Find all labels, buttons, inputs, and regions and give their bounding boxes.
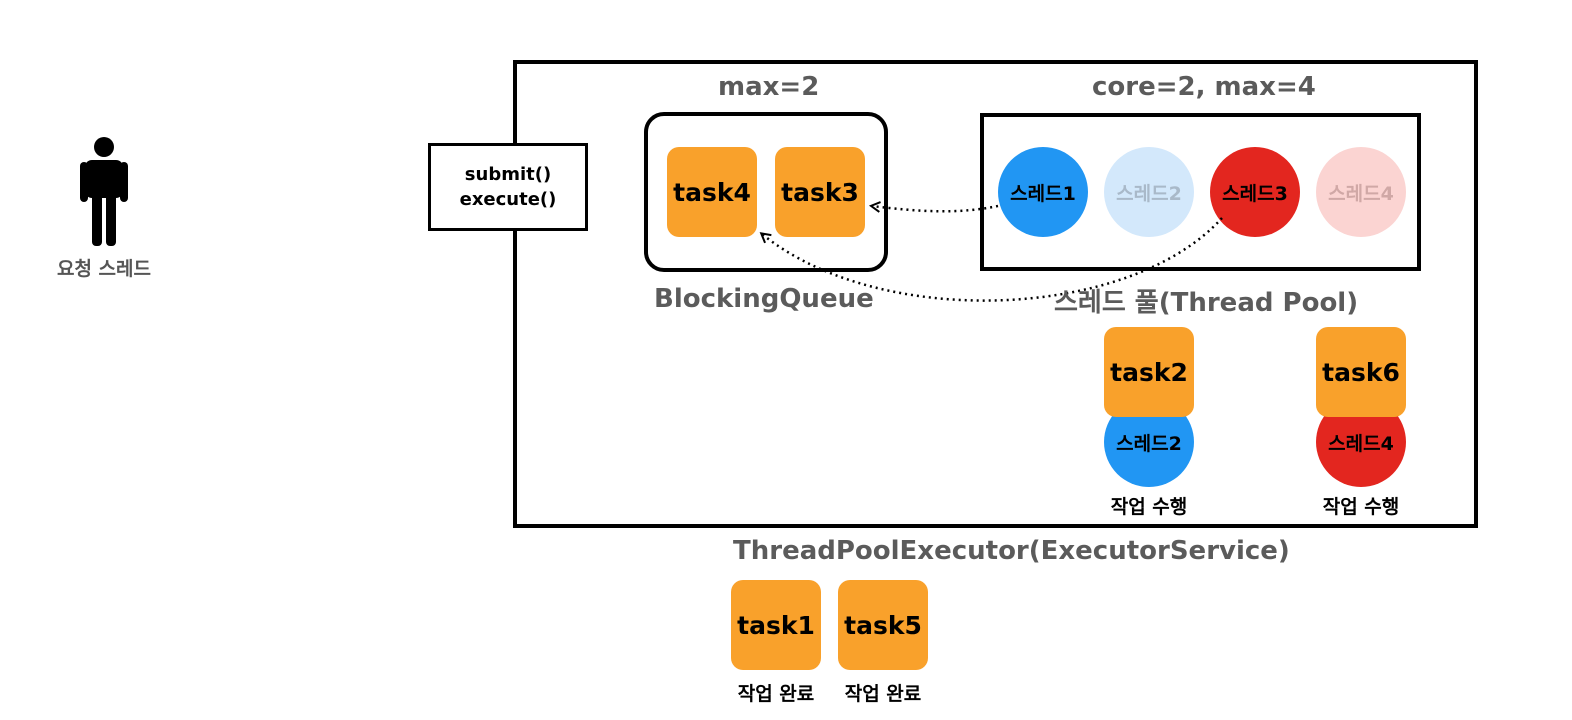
queue-capacity: max=2 (718, 72, 820, 102)
pool-size: core=2, max=4 (1092, 72, 1316, 102)
running-task: task6 (1316, 327, 1406, 417)
thread-circle: 스레드2 (1104, 147, 1194, 237)
submit-method: submit() (464, 163, 552, 185)
completed-status: 작업 완료 (844, 683, 922, 705)
completed-status: 작업 완료 (737, 683, 815, 705)
running-status: 작업 수행 (1110, 496, 1188, 518)
executor-box (513, 60, 1478, 528)
pool-name: 스레드 풀(Thread Pool) (1054, 288, 1359, 318)
queue-task: task4 (667, 147, 757, 237)
completed-task: task1 (731, 580, 821, 670)
client-label: 요청 스레드 (56, 258, 151, 280)
running-status: 작업 수행 (1322, 496, 1400, 518)
thread-circle: 스레드3 (1210, 147, 1300, 237)
queue-task: task3 (775, 147, 865, 237)
queue-name: BlockingQueue (654, 284, 874, 314)
execute-method: execute() (459, 189, 557, 210)
api-box: submit() execute() (428, 143, 588, 231)
person-icon (80, 137, 128, 246)
thread-circle: 스레드4 (1316, 147, 1406, 237)
running-task: task2 (1104, 327, 1194, 417)
thread-circle: 스레드1 (998, 147, 1088, 237)
executor-name: ThreadPoolExecutor(ExecutorService) (733, 536, 1290, 566)
completed-task: task5 (838, 580, 928, 670)
